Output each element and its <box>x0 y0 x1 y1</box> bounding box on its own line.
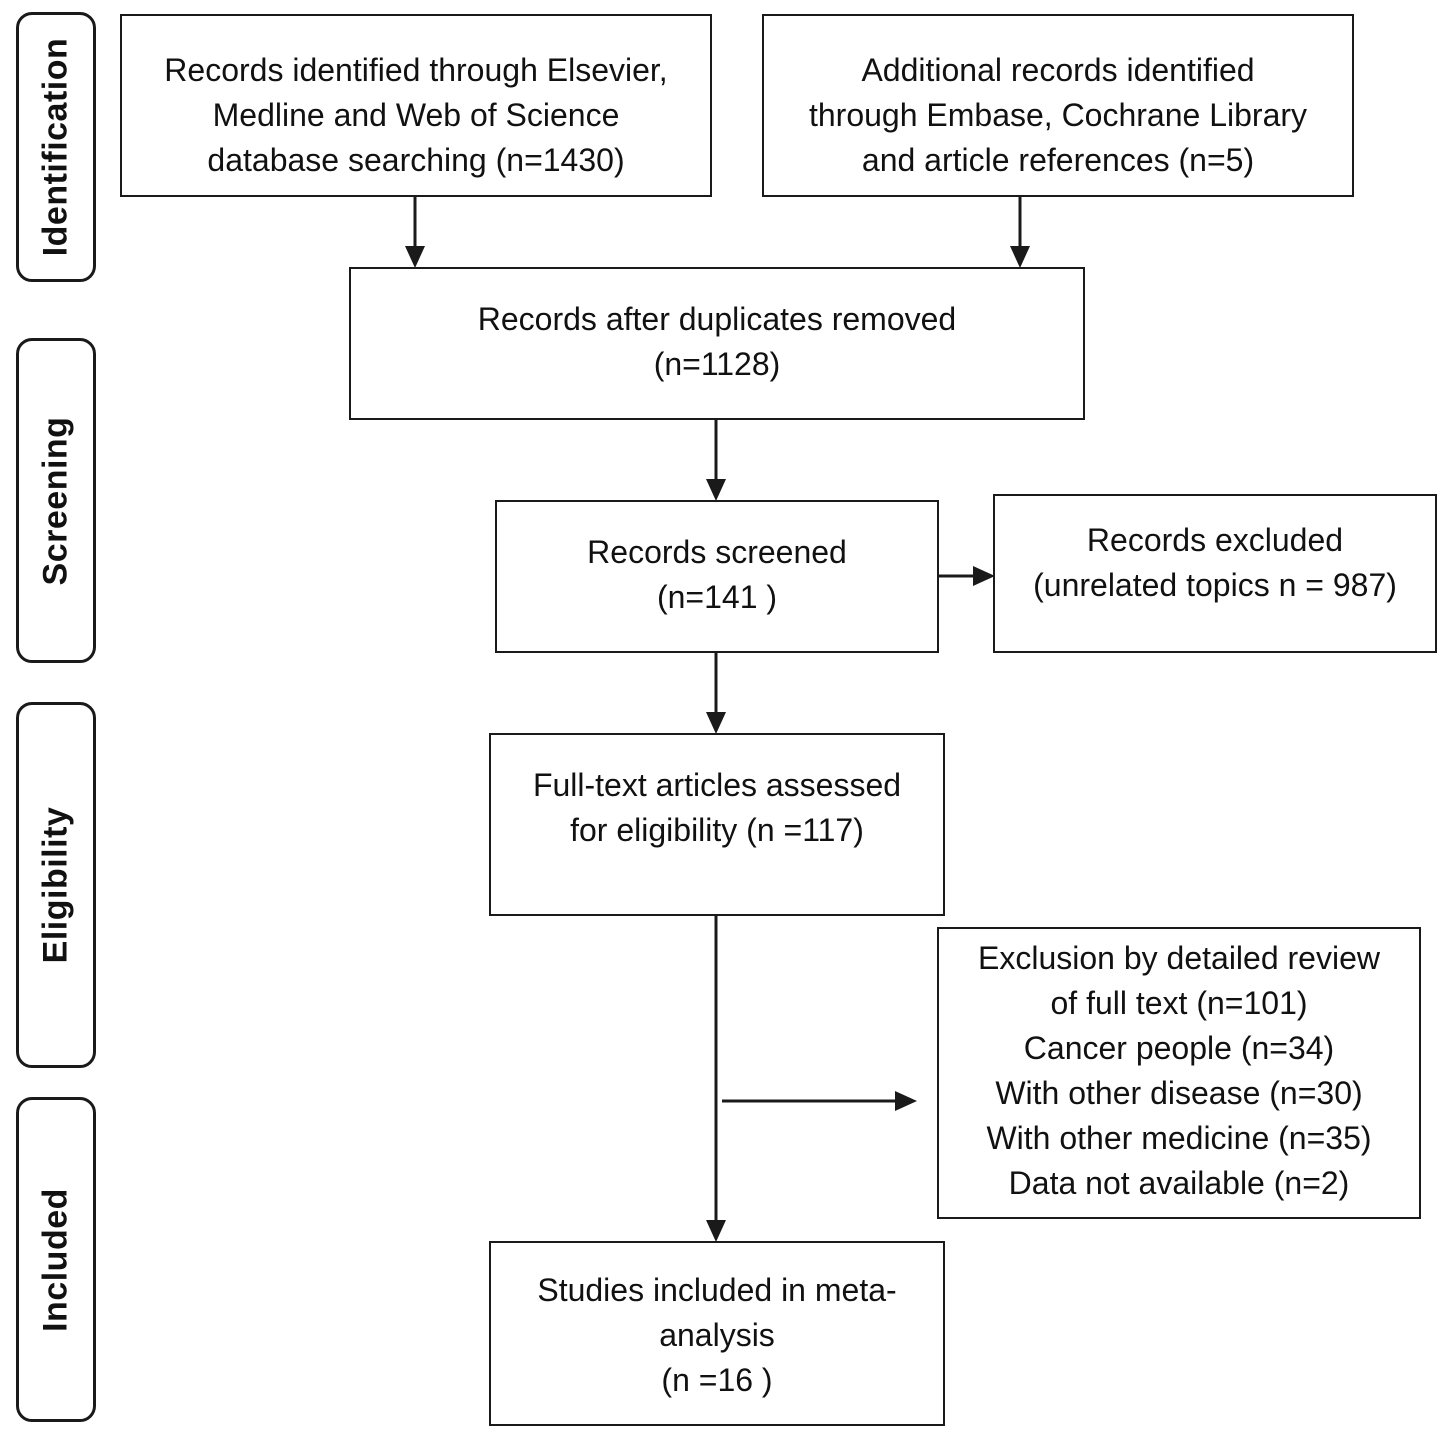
records-excluded-line: Records excluded <box>1086 522 1344 558</box>
additional-records-line: Additional records identified <box>861 52 1255 88</box>
records-excluded-line: (unrelated topics n = 987) <box>1033 567 1397 603</box>
exclusion-detail-box: Exclusion by detailed review of full tex… <box>937 927 1421 1219</box>
exclusion-detail-line: Exclusion by detailed review <box>978 940 1380 976</box>
database-search-line: Medline and Web of Science <box>212 97 620 133</box>
included-studies-line: (n =16 ) <box>661 1362 773 1398</box>
included-studies-box: Studies included in meta- analysis (n =1… <box>489 1241 945 1426</box>
after-duplicates-line: (n=1128) <box>653 346 781 382</box>
arrowhead-additional <box>1010 246 1030 268</box>
records-excluded-box: Records excluded (unrelated topics n = 9… <box>993 494 1437 653</box>
additional-records-box: Additional records identified through Em… <box>762 14 1354 197</box>
exclusion-detail-line: With other medicine (n=35) <box>986 1120 1372 1156</box>
exclusion-detail-line: Data not available (n=2) <box>1008 1165 1350 1201</box>
phase-included: Included <box>16 1097 96 1422</box>
database-search-line: Records identified through Elsevier, <box>164 52 668 88</box>
full-text-box: Full-text articles assessed for eligibil… <box>489 733 945 916</box>
phase-screening: Screening <box>16 338 96 663</box>
database-search-line: database searching (n=1430) <box>207 142 625 178</box>
phase-eligibility: Eligibility <box>16 702 96 1068</box>
exclusion-detail-line: With other disease (n=30) <box>995 1075 1363 1111</box>
after-duplicates-line: Records after duplicates removed <box>477 301 957 337</box>
after-duplicates-box: Records after duplicates removed (n=1128… <box>349 267 1085 420</box>
exclusion-detail-line: of full text (n=101) <box>1050 985 1308 1021</box>
included-studies-line: analysis <box>659 1317 775 1353</box>
phase-identification: Identification <box>16 12 96 282</box>
records-screened-box: Records screened (n=141 ) <box>495 500 939 653</box>
arrowhead-fulltext <box>706 712 726 734</box>
arrowhead-duplicates <box>706 479 726 501</box>
arrowhead-exclusion <box>895 1091 917 1111</box>
exclusion-detail-line: Cancer people (n=34) <box>1023 1030 1335 1066</box>
arrowhead-included <box>706 1220 726 1242</box>
additional-records-line: and article references (n=5) <box>861 142 1255 178</box>
additional-records-line: through Embase, Cochrane Library <box>808 97 1308 133</box>
arrowhead-excluded <box>973 566 995 586</box>
included-studies-line: Studies included in meta- <box>537 1272 897 1308</box>
records-screened-line: (n=141 ) <box>656 579 778 615</box>
arrowhead-database <box>405 246 425 268</box>
full-text-line: Full-text articles assessed <box>532 767 902 803</box>
full-text-line: for eligibility (n =117) <box>570 812 864 848</box>
database-search-box: Records identified through Elsevier, Med… <box>120 14 712 197</box>
records-screened-line: Records screened <box>587 534 847 570</box>
